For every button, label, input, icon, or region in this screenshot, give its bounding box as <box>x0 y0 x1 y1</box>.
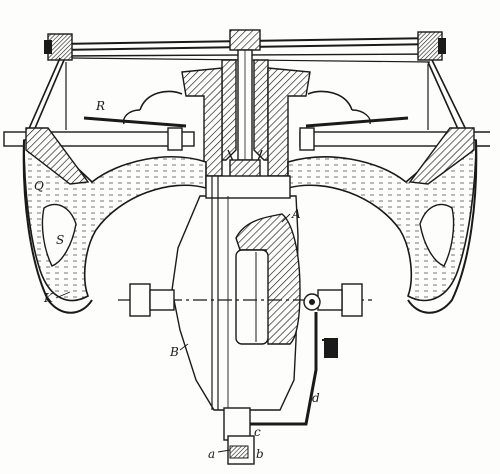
label-a: A <box>291 207 301 221</box>
label-b-body: B <box>169 345 179 359</box>
label-k: K <box>43 291 54 305</box>
leader-a <box>281 213 291 223</box>
label-b-terminal: b <box>256 447 264 461</box>
pivot-axis <box>118 283 372 317</box>
leader-k <box>55 291 71 299</box>
left-bearing-cap <box>44 33 73 61</box>
label-s: S <box>56 233 64 247</box>
horizontal-axle <box>3 127 490 151</box>
right-bearing-cap <box>417 31 446 61</box>
label-c: c <box>254 425 261 439</box>
label-a-terminal: a <box>208 447 215 461</box>
label-r: R <box>95 99 105 113</box>
leader-b <box>179 343 189 351</box>
leader-a-terminal <box>217 449 231 453</box>
label-d: d <box>312 391 320 405</box>
label-q: Q <box>34 179 44 193</box>
terminal-box-c <box>223 407 255 465</box>
rod-r-left <box>83 116 187 128</box>
central-spindle <box>221 29 269 185</box>
liquid-vessel <box>22 127 478 314</box>
outer-frame <box>23 57 471 141</box>
rod-r-right <box>305 116 409 128</box>
gyro-rotor-a <box>235 213 301 345</box>
